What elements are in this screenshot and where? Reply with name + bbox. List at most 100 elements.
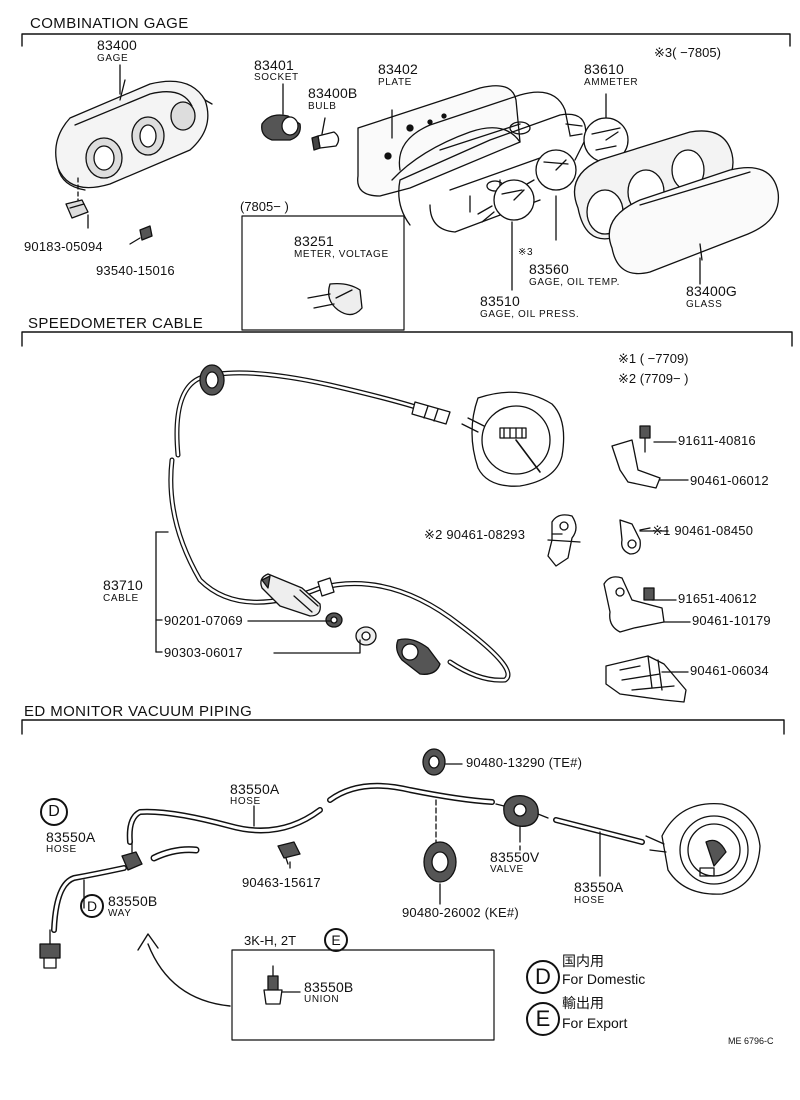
cap-13290-drawing (422, 748, 446, 776)
part-caption: HOSE (230, 796, 261, 807)
part-number: 83400G (686, 283, 738, 299)
section-title-combination-gage: COMBINATION GAGE (30, 15, 189, 32)
section-frame-ed-monitor (21, 719, 785, 735)
part-number: 83550A (574, 879, 624, 895)
section-frame-speedometer (21, 331, 793, 347)
bracket-06012-drawing (611, 425, 661, 489)
legend-export-en: For Export (562, 1015, 628, 1031)
part-number: 83550B (304, 979, 354, 995)
label-90461-10179: 90461-10179 (692, 613, 771, 628)
part-number: 83510 (480, 293, 520, 309)
gage-assembly-drawing (55, 79, 213, 191)
clip-90183-drawing (65, 199, 89, 219)
clamp-08293-drawing (547, 514, 581, 567)
label-90461-06034: 90461-06034 (690, 663, 769, 678)
part-caption: GAGE (97, 53, 129, 64)
cable-end-nut-drawing (396, 638, 441, 675)
clamp-08450-drawing (619, 519, 651, 555)
part-number: 83550A (230, 781, 280, 797)
sensor-drawing (39, 929, 61, 969)
note-1-date-range: ※1 ( −7709) (618, 351, 689, 366)
legend-domestic-symbol: D (526, 960, 560, 994)
label-90303-06017: 90303-06017 (164, 645, 243, 660)
part-number: 83710 (103, 577, 143, 593)
screw-93540-drawing (129, 225, 153, 245)
grommet-drawing (199, 364, 225, 396)
part-number: 83560 (529, 261, 569, 277)
part-number: 83402 (378, 61, 418, 77)
valve-drawing (495, 795, 549, 843)
part-caption: AMMETER (584, 77, 639, 88)
part-caption: GAGE, OIL TEMP. (529, 277, 621, 288)
legend-domestic-jp: 国内用 (562, 953, 604, 969)
label-90480-13290: 90480-13290 (TE#) (466, 755, 583, 770)
domestic-marker-top: D (40, 798, 68, 826)
part-caption: WAY (108, 908, 132, 919)
oil-press-gage-drawing (477, 179, 535, 223)
date-range-box-label: (7805− ) (240, 199, 289, 214)
cable-fitting-drawing (411, 401, 451, 425)
part-caption: GAGE, OIL PRESS. (480, 309, 580, 320)
arrow-to-export-box (137, 933, 231, 1007)
part-caption: HOSE (46, 844, 77, 855)
section-title-ed-monitor: ED MONITOR VACUUM PIPING (24, 703, 253, 720)
part-caption: SOCKET (254, 72, 299, 83)
legend-export-jp: 輸出用 (562, 995, 604, 1011)
bulb-83400b-drawing (311, 131, 340, 151)
part-number: 83400 (97, 37, 137, 53)
part-caption: BULB (308, 101, 337, 112)
vacuum-gauge-drawing (645, 802, 761, 895)
speedometer-cable-drawing (168, 370, 511, 683)
label-90461-06012: 90461-06012 (690, 473, 769, 488)
glass-83400g-drawing (573, 130, 780, 275)
bracket-06034-drawing (605, 655, 687, 703)
part-caption: METER, VOLTAGE (294, 249, 389, 260)
way-fitting-drawing (121, 841, 143, 871)
domestic-marker-way: D (80, 894, 104, 918)
plate-83402-drawing (357, 85, 521, 197)
label-90480-26002: 90480-26002 (KE#) (402, 905, 519, 920)
label-91651-40612: 91651-40612 (678, 591, 757, 606)
part-caption: UNION (304, 994, 340, 1005)
oil-temp-gage-drawing (519, 149, 577, 191)
part-number: 83550A (46, 829, 96, 845)
export-marker: E (324, 928, 348, 952)
part-number: 83550V (490, 849, 540, 865)
part-caption: GLASS (686, 299, 723, 310)
section-frame-combination (21, 33, 791, 47)
section-title-speedometer-cable: SPEEDOMETER CABLE (28, 315, 204, 332)
nut-drawing (355, 626, 377, 646)
label-90461-08293: ※2 90461-08293 (424, 527, 526, 542)
socket-83401-drawing (261, 114, 301, 141)
label-91611-40816: 91611-40816 (678, 433, 756, 448)
label-93540-15016: 93540-15016 (96, 263, 175, 278)
label-90461-08450: ※1 90461-08450 (652, 523, 754, 538)
legend-domestic-en: For Domestic (562, 971, 646, 987)
drawing-code: ME 6796-C (728, 1036, 774, 1046)
part-caption: CABLE (103, 593, 139, 604)
part-number: 83550B (108, 893, 158, 909)
clip-90463-drawing (277, 841, 301, 865)
part-number: 83400B (308, 85, 358, 101)
label-90183-05094: 90183-05094 (24, 239, 103, 254)
note-3-date-range: ※3( −7805) (654, 45, 721, 60)
part-number: 83251 (294, 233, 334, 249)
cap-26002-drawing (423, 841, 457, 883)
bracket-10179-drawing (603, 576, 665, 633)
export-box-title: 3K-H, 2T (244, 933, 297, 948)
part-caption: VALVE (490, 864, 524, 875)
part-caption: HOSE (574, 895, 605, 906)
speedometer-drawing (461, 391, 565, 487)
part-note-mark: ※3 (518, 247, 534, 258)
export-union-box (231, 949, 495, 1041)
label-90463-15617: 90463-15617 (242, 875, 321, 890)
part-number: 83401 (254, 57, 294, 73)
note-2-date-range: ※2 (7709− ) (618, 371, 689, 386)
part-caption: PLATE (378, 77, 412, 88)
vacuum-hose-drawing (51, 782, 645, 933)
label-90201-07069: 90201-07069 (164, 613, 243, 628)
washer-drawing (325, 612, 343, 628)
part-number: 83610 (584, 61, 624, 77)
